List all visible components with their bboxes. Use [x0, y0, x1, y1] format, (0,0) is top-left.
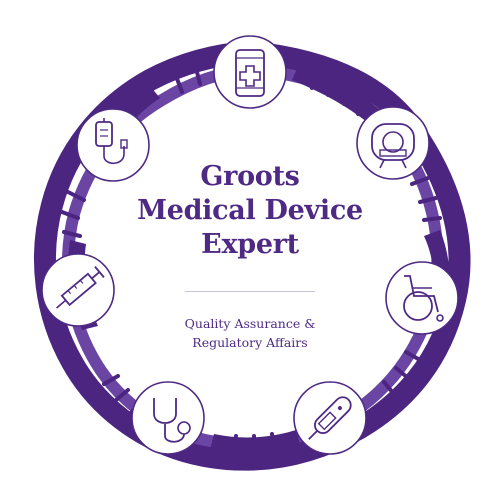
- brand-subtitle-line-1: Quality Assurance &: [184, 316, 316, 331]
- digital-thermometer-icon: [293, 381, 367, 455]
- title-divider: [185, 291, 315, 292]
- brand-title: Groots Medical Device Expert: [100, 160, 400, 262]
- brand-subtitle-line-2: Regulatory Affairs: [192, 335, 308, 350]
- mri-scanner-icon: [356, 106, 430, 180]
- helix-rungs: [60, 66, 442, 454]
- brand-title-line-2: Medical Device: [137, 195, 363, 226]
- stethoscope-icon: [131, 381, 205, 455]
- brand-subtitle: Quality Assurance & Regulatory Affairs: [150, 314, 350, 352]
- helix-twist-1: [292, 62, 392, 132]
- brand-title-line-3: Expert: [201, 229, 299, 260]
- center-disc: [88, 93, 412, 417]
- syringe-icon: [41, 253, 115, 327]
- wheelchair-icon: [385, 261, 459, 335]
- mobile-health-app-icon: [213, 35, 287, 109]
- iv-drip-icon: [76, 108, 150, 182]
- brand-title-line-1: Groots: [200, 161, 300, 192]
